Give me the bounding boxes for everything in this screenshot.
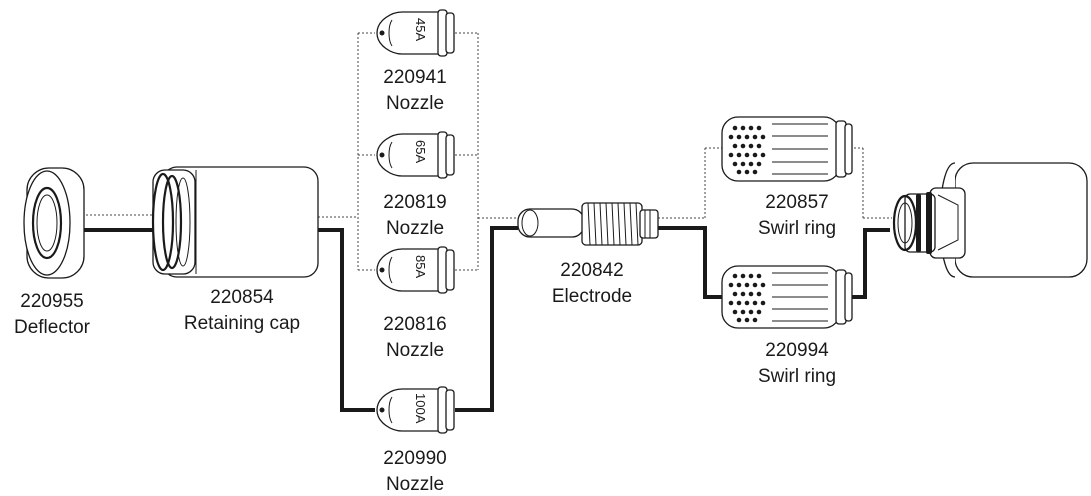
electrode-name: Electrode bbox=[552, 286, 632, 307]
nozzle-100a-name: Nozzle bbox=[386, 474, 444, 495]
nozzle-100a-number: 220990 bbox=[383, 448, 446, 469]
retaining-cap-name: Retaining cap bbox=[184, 313, 300, 334]
part-labels: 220955 Deflector 220854 Retaining cap 22… bbox=[14, 67, 836, 495]
nozzle-45a-part: 45A bbox=[376, 9, 455, 57]
nozzle-65a-name: Nozzle bbox=[386, 218, 444, 239]
deflector-part bbox=[23, 167, 85, 279]
nozzle-65a-number: 220819 bbox=[383, 192, 446, 213]
nozzle-65a-part: 65A bbox=[376, 131, 455, 179]
nozzle-85a-amp-label: 85A bbox=[413, 255, 428, 278]
nozzle-65a-amp-label: 65A bbox=[413, 140, 428, 163]
swirl-holes-top bbox=[728, 125, 766, 175]
dotted-connectors bbox=[78, 32, 892, 271]
swirl-ring-220994-name: Swirl ring bbox=[758, 366, 836, 387]
nozzle-45a-name: Nozzle bbox=[386, 93, 444, 114]
swirl-ring-220994-part bbox=[721, 265, 853, 329]
solid-connectors bbox=[82, 226, 890, 412]
nozzle-45a-amp-label: 45A bbox=[413, 18, 428, 41]
nozzle-85a-part: 85A bbox=[376, 246, 455, 294]
deflector-name: Deflector bbox=[14, 317, 91, 338]
swirl-ring-220994-number: 220994 bbox=[765, 340, 829, 361]
deflector-number: 220955 bbox=[20, 291, 83, 312]
swirl-ring-220857-name: Swirl ring bbox=[758, 218, 836, 239]
retaining-cap-number: 220854 bbox=[210, 287, 274, 308]
nozzle-85a-name: Nozzle bbox=[386, 340, 444, 361]
torch-head-part bbox=[892, 162, 1088, 278]
swirl-ring-220857-part bbox=[721, 116, 853, 182]
nozzle-100a-amp-label: 100A bbox=[413, 393, 428, 424]
electrode-number: 220842 bbox=[560, 260, 623, 281]
nozzle-100a-part: 100A bbox=[376, 386, 455, 434]
swirl-ring-220857-number: 220857 bbox=[765, 192, 828, 213]
nozzle-85a-number: 220816 bbox=[383, 314, 446, 335]
nozzle-45a-number: 220941 bbox=[383, 67, 446, 88]
retaining-cap-part bbox=[151, 166, 319, 278]
swirl-holes-bottom bbox=[728, 273, 766, 323]
electrode-part bbox=[517, 202, 659, 246]
